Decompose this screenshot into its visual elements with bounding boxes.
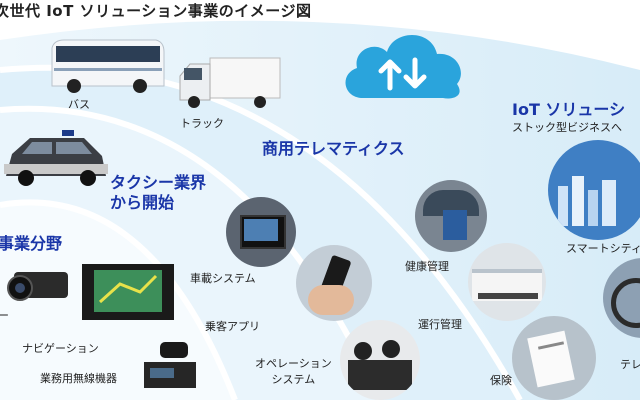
navigation-label: ナビゲーション (22, 342, 99, 355)
business-heading: 事業分野 (0, 234, 63, 253)
taxi-image (4, 130, 108, 186)
navigation-unit-image (82, 264, 174, 320)
taxi-heading-line2: から開始 (110, 193, 175, 212)
operation-system-photo (340, 320, 420, 400)
health-management-label: 健康管理 (405, 260, 449, 273)
passenger-app-label: 乗客アプリ (205, 320, 260, 333)
dashcam-image (7, 272, 68, 301)
telematics-heading: 商用テレマティクス (262, 139, 405, 158)
health-management-photo (415, 180, 487, 252)
iot-heading: IoT ソリューシ (512, 100, 626, 119)
in-vehicle-system-label: 車載システム (190, 272, 256, 285)
operation-system-label-line1: オペレーション (255, 357, 332, 370)
cloud-upload-download-icon (345, 35, 461, 99)
page-title: 次世代 IoT ソリューション事業のイメージ図 (0, 2, 312, 20)
operation-management-photo (468, 243, 546, 321)
bus-image (51, 39, 165, 93)
smart-city-label: スマートシティ (566, 242, 640, 255)
in-vehicle-system-photo (226, 197, 296, 267)
operation-system-label: オペレーション システム (255, 356, 332, 388)
tele-label: テレ (620, 358, 640, 371)
smart-city-photo (548, 140, 640, 240)
taxi-heading: タクシー業界 から開始 (110, 173, 206, 213)
truck-image (179, 57, 281, 108)
insurance-photo (512, 316, 596, 400)
taxi-heading-line1: タクシー業界 (110, 173, 207, 192)
insurance-label: 保険 (490, 374, 512, 387)
iot-subheading: ストック型ビジネスへ (512, 121, 622, 134)
operation-management-label: 運行管理 (418, 318, 462, 331)
navigation-marker: ー (0, 309, 9, 322)
radio-device-image (144, 342, 196, 388)
truck-label: トラック (180, 117, 224, 130)
bus-label: バス (68, 98, 90, 111)
operation-system-label-line2: システム (271, 373, 316, 386)
radio-label: 業務用無線機器 (40, 372, 117, 385)
passenger-app-photo (296, 245, 372, 321)
